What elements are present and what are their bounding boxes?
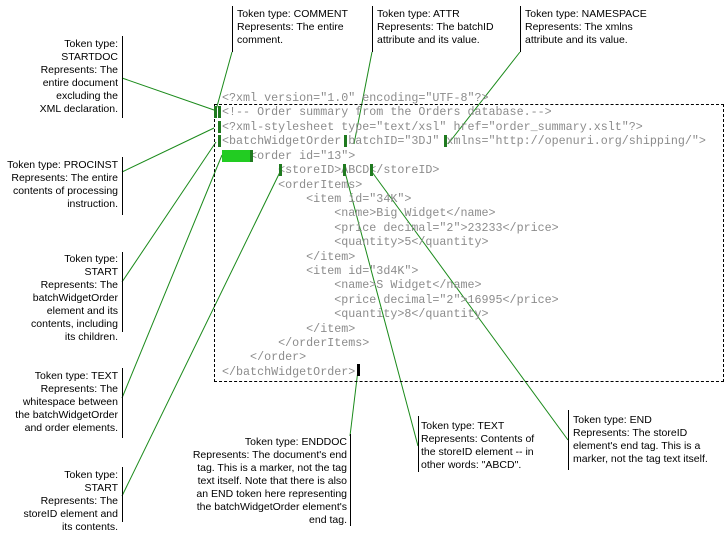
leader-start-order	[121, 141, 217, 283]
leader-procinst	[121, 127, 215, 173]
marker-end-store	[370, 164, 373, 176]
marker-start-store	[279, 164, 282, 176]
annotation-attr: Token type: ATTR Represents: The batchID…	[377, 8, 494, 46]
annotation-comment: Token type: COMMENT Represents: The enti…	[237, 8, 348, 46]
code-line: </order>	[222, 350, 307, 364]
code-line: <quantity>8</quantity>	[222, 307, 489, 321]
code-line: <item id="3d4K">	[222, 264, 419, 278]
document-boundary	[214, 104, 724, 382]
code-line: <?xml-stylesheet type="text/xsl" href="o…	[222, 120, 643, 134]
leader-end-store	[371, 171, 569, 441]
marker-startdoc	[214, 106, 217, 118]
code-line: </item>	[222, 322, 356, 336]
bar-comment	[232, 6, 233, 52]
leader-attr	[353, 51, 373, 145]
marker-text-store	[343, 164, 346, 176]
code-line: <orderItems>	[222, 178, 363, 192]
leader-text-store	[344, 171, 419, 447]
marker-enddoc	[357, 364, 360, 376]
leader-startdoc	[121, 77, 215, 111]
bar-start-order	[122, 252, 123, 332]
bar-startdoc	[122, 36, 123, 118]
leader-start-store	[121, 171, 281, 497]
marker-start-order	[218, 135, 221, 147]
leader-namespace	[447, 51, 521, 145]
marker-text-whitespace	[222, 150, 250, 162]
annotation-procinst: Token type: PROCINST Represents: The ent…	[7, 159, 118, 210]
code-line: <order id="13">	[222, 149, 356, 163]
marker-comment	[218, 106, 221, 118]
bar-attr	[372, 6, 373, 52]
code-line: <price decimal="2">16995</price>	[222, 293, 559, 307]
annotation-start-store: Token type: START Represents: The storeI…	[23, 469, 118, 533]
bar-end-store	[568, 410, 569, 470]
code-line: <quantity>5</quantity>	[222, 235, 489, 249]
marker-start-order-elem	[250, 150, 253, 162]
leader-text-ws	[121, 154, 223, 399]
code-line: <!-- Order summary from the Orders datab…	[222, 105, 552, 119]
annotation-end-store: Token type: END Represents: The storeID …	[573, 414, 708, 465]
marker-procinst	[218, 121, 221, 133]
code-line: </item>	[222, 250, 356, 264]
bar-text-store	[418, 416, 419, 472]
bar-namespace	[520, 6, 521, 52]
code-line: <batchWidgetOrder batchID="3DJ" xmlns="h…	[222, 134, 706, 148]
annotation-namespace: Token type: NAMESPACE Represents: The xm…	[525, 8, 647, 46]
code-line: <?xml version="1.0" encoding="UTF-8"?>	[222, 91, 489, 105]
bar-text-ws	[122, 368, 123, 438]
bar-procinst	[122, 157, 123, 215]
marker-namespace	[444, 135, 447, 147]
code-line: </orderItems>	[222, 336, 370, 350]
marker-attr	[344, 135, 347, 147]
bar-enddoc	[350, 434, 351, 526]
code-line: </batchWidgetOrder>	[222, 365, 356, 379]
code-line: <price decimal="2">23233</price>	[222, 221, 559, 235]
annotation-text-ws: Token type: TEXT Represents: The whitesp…	[15, 370, 118, 434]
annotation-enddoc: Token type: ENDDOC Represents: The docum…	[192, 436, 347, 526]
code-line: <name>Big Widget</name>	[222, 206, 496, 220]
bar-start-store	[122, 467, 123, 522]
code-line: <item id="34K">	[222, 192, 412, 206]
code-line: <storeID>ABCD</storeID>	[222, 163, 440, 177]
code-line: <name>S Widget</name>	[222, 278, 482, 292]
annotation-start-order: Token type: START Represents: The batchW…	[31, 253, 118, 343]
annotation-startdoc: Token type: STARTDOC Represents: The ent…	[39, 38, 118, 115]
leader-comment	[215, 51, 233, 111]
annotation-text-store: Token type: TEXT Represents: Contents of…	[421, 420, 535, 471]
